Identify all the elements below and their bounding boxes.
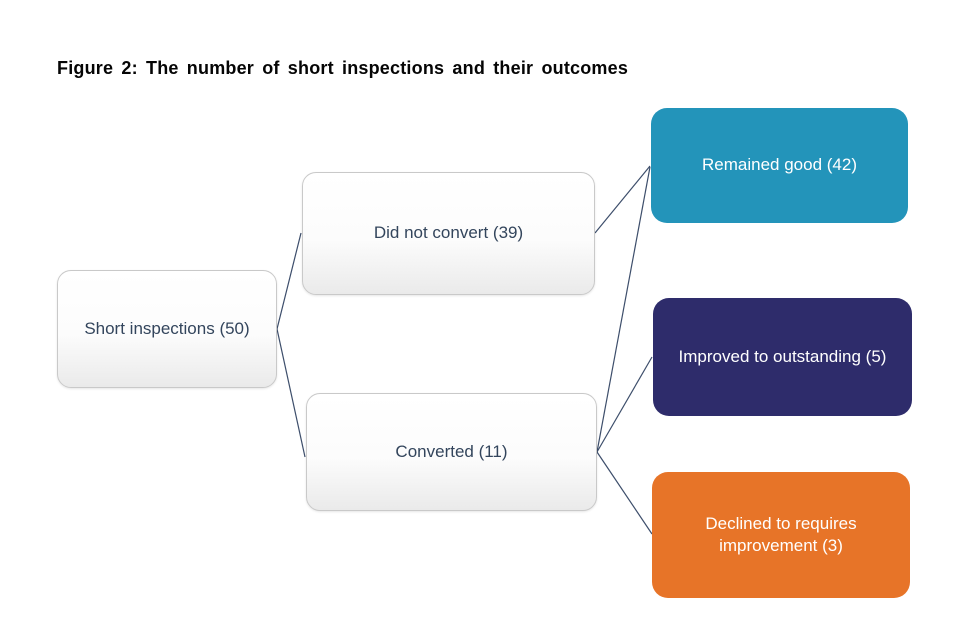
node-converted-label: Converted (11): [395, 441, 508, 461]
edge-converted-to-declined: [596, 451, 653, 535]
node-improved-to-outstanding-label: Improved to outstanding (5): [678, 346, 887, 366]
node-did-not-convert: Did not convert (39): [302, 172, 595, 295]
node-declined-to-requires-improvement: Declined to requires improvement (3): [652, 472, 910, 598]
edge-converted-to-improved: [596, 356, 653, 453]
edge-root-to-did-not-convert: [276, 232, 302, 330]
node-short-inspections: Short inspections (50): [57, 270, 277, 388]
node-short-inspections-label: Short inspections (50): [84, 318, 250, 338]
edge-converted-to-remained-good: [596, 166, 651, 453]
edge-root-to-converted: [276, 328, 306, 458]
node-converted: Converted (11): [306, 393, 597, 511]
node-improved-to-outstanding: Improved to outstanding (5): [653, 298, 912, 416]
edge-did-not-convert-to-remained-good: [594, 165, 651, 234]
node-declined-to-requires-improvement-label: Declined to requires improvement (3): [705, 513, 857, 555]
node-did-not-convert-label: Did not convert (39): [373, 223, 524, 243]
node-remained-good: Remained good (42): [651, 108, 908, 223]
node-remained-good-label: Remained good (42): [702, 155, 857, 175]
figure-title: Figure 2: The number of short inspection…: [57, 58, 629, 78]
